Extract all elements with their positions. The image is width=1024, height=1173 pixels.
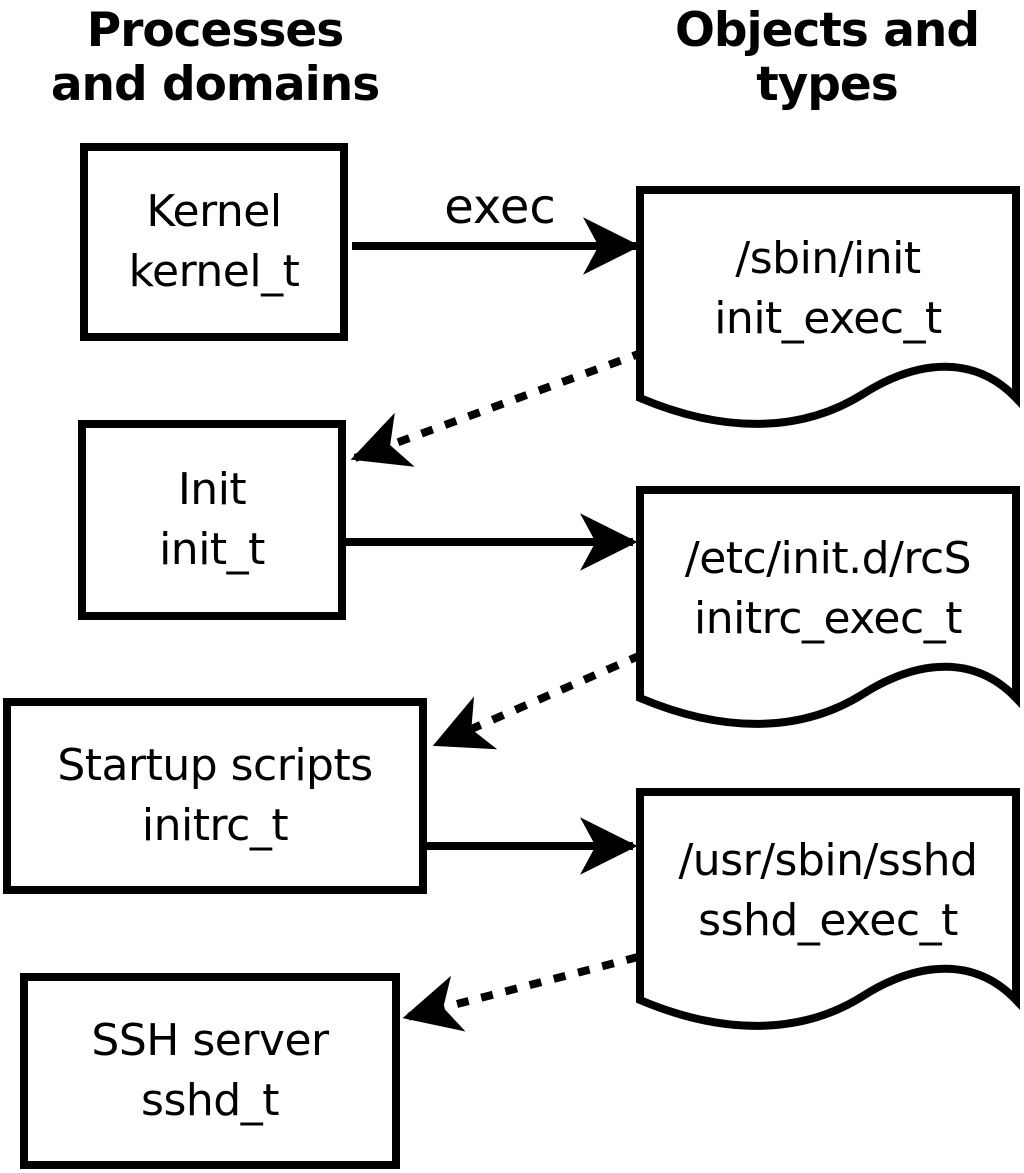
transition-arrow-sshdexec-to-sshd bbox=[402, 953, 640, 1032]
process-name: SSH server bbox=[91, 1015, 329, 1067]
process-name: Kernel bbox=[146, 186, 282, 238]
transition-arrow-rcs-to-initrc bbox=[432, 651, 643, 750]
process-domain-type: kernel_t bbox=[128, 246, 300, 297]
object-path: /etc/init.d/rcS bbox=[684, 533, 972, 585]
process-name: Startup scripts bbox=[57, 740, 373, 792]
process-node-startup-scripts: Startup scripts initrc_t bbox=[3, 698, 427, 894]
left-column-title: Processes and domains bbox=[50, 3, 380, 112]
object-file-type: init_exec_t bbox=[714, 293, 942, 344]
process-node-init: Init init_t bbox=[78, 420, 346, 620]
right-column-title: Objects and types bbox=[674, 3, 980, 112]
document-shape-icon bbox=[636, 486, 1020, 728]
document-shape-icon bbox=[636, 186, 1020, 428]
object-file-type: initrc_exec_t bbox=[694, 593, 962, 644]
transition-arrow-sbininit-to-init bbox=[350, 348, 646, 467]
object-node-etc-initd-rcs: /etc/init.d/rcS initrc_exec_t bbox=[636, 486, 1020, 738]
process-domain-type: init_t bbox=[159, 524, 265, 575]
object-node-sbin-init: /sbin/init init_exec_t bbox=[636, 186, 1020, 438]
object-path: /sbin/init bbox=[735, 233, 921, 285]
object-file-type: sshd_exec_t bbox=[698, 895, 958, 946]
process-node-ssh-server: SSH server sshd_t bbox=[20, 973, 400, 1169]
exec-edge-label: exec bbox=[444, 179, 556, 235]
document-shape-icon bbox=[636, 788, 1020, 1030]
process-domain-type: sshd_t bbox=[141, 1075, 279, 1126]
process-domain-type: initrc_t bbox=[141, 800, 289, 851]
process-name: Init bbox=[177, 464, 247, 516]
process-node-kernel: Kernel kernel_t bbox=[80, 143, 348, 341]
object-node-usr-sbin-sshd: /usr/sbin/sshd sshd_exec_t bbox=[636, 788, 1020, 1040]
object-path: /usr/sbin/sshd bbox=[678, 835, 978, 887]
